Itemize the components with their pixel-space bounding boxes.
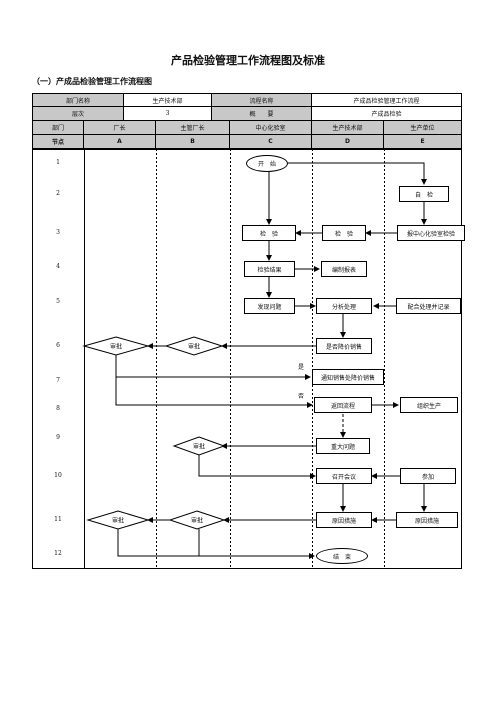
self-check-box: 自 检 [399,186,449,202]
column-name-e: 生产单位 [384,121,462,135]
attend-box: 参加 [400,468,456,484]
approve-b9-diamond [172,436,226,456]
approve-b9-label: 审批 [192,443,206,451]
node-number: 9 [56,434,60,441]
dept-header: 部门 [32,121,84,135]
result-box: 检验结果 [244,261,295,277]
yes-note: 是 [298,364,305,371]
end-oval: 结 束 [316,548,368,564]
meeting-box: 召开会议 [316,468,372,484]
flow-name-value: 产成品检验管理工作流程 [312,93,462,107]
node-number: 2 [56,190,60,197]
approve-a11-diamond [86,510,150,530]
node-number: 12 [54,550,62,557]
flow-name-label: 流程名称 [212,93,312,107]
approve-b11-diamond [168,510,226,530]
start-oval: 开 始 [246,155,288,172]
approve-b6-diamond [164,336,224,356]
node-number: 5 [56,298,60,305]
summary-value: 产成品检验 [312,107,462,121]
node-number: 3 [56,229,60,236]
cooperate-box: 配合处理并记录 [396,298,461,314]
no-note: 否 [298,393,305,400]
section-subtitle: （一）产成品检验管理工作流程图 [32,77,152,86]
approve-a11-label: 审批 [111,517,125,525]
node-number: 1 [56,159,60,166]
column-letter-a: A [84,135,156,149]
node-number: 7 [56,377,60,384]
node-number: 4 [56,263,60,270]
column-letter-b: B [156,135,230,149]
report-box: 编制报表 [321,261,367,277]
node-number: 10 [54,472,62,479]
cause-e-box: 原因措施 [396,512,458,528]
node-number: 11 [54,516,62,523]
approve-b6-label: 审批 [187,343,201,351]
column-name-c: 中心化验室 [230,121,312,135]
column-name-b: 主管厂长 [156,121,230,135]
column-letter-c: C [230,135,312,149]
notify-sales-box: 通知销售处降价销售 [312,369,384,385]
approve-b11-label: 审批 [190,517,204,525]
column-letter-e: E [384,135,462,149]
column-name-a: 厂长 [84,121,156,135]
major-box: 重大问题 [316,438,370,454]
column-letter-d: D [312,135,384,149]
level-value: 3 [124,107,212,121]
rework-box: 返回流程 [314,397,372,413]
node-number: 8 [56,405,60,412]
summary-label: 概 要 [212,107,312,121]
inspect-c-box: 检 验 [242,225,296,241]
page-title: 产品检验管理工作流程图及标准 [171,54,325,67]
problem-box: 发现问题 [244,298,295,314]
cause-d-box: 原因措施 [316,512,372,528]
inspect-d-box: 检 验 [322,225,366,241]
analyze-box: 分析处理 [316,298,372,314]
approve-a6-diamond [82,336,150,356]
report-check-box: 报中心化验室检验 [397,225,465,241]
organize-box: 组织生产 [400,397,458,413]
approve-a6-label: 审批 [109,343,123,351]
dept-name-value: 生产技术部 [124,93,212,107]
dept-name-label: 部门名称 [32,93,124,107]
column-name-d: 生产技术部 [312,121,384,135]
node-header: 节点 [32,135,84,149]
downgrade-box: 是否降价销售 [316,338,372,354]
level-label: 层次 [32,107,124,121]
node-number: 6 [56,342,60,349]
